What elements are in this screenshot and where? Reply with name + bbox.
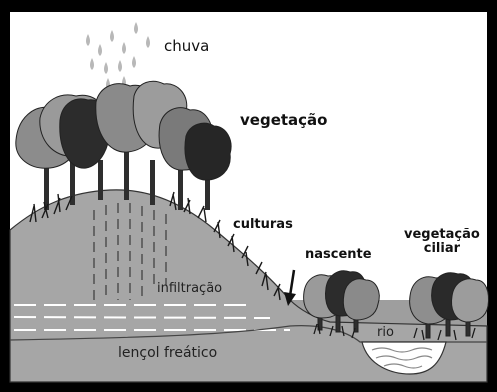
tree-canopy (342, 278, 380, 321)
label-vegetacao-ciliar-line2: ciliar (423, 241, 461, 257)
label-infiltracao: infiltração (157, 281, 223, 296)
tree-canopy (184, 122, 232, 181)
label-rio: rio (377, 325, 394, 340)
riparian-trees-left (303, 270, 380, 333)
label-chuva: chuva (164, 37, 210, 55)
water-table-lines (13, 304, 290, 331)
forest-canopy (15, 80, 232, 181)
river-bank-grass (313, 323, 476, 341)
river (361, 341, 447, 375)
infiltration-lines (93, 203, 167, 300)
label-vegetacao-ciliar-line1: vegetação (404, 227, 480, 242)
label-vegetacao: vegetação (240, 111, 328, 129)
tree-canopy (451, 278, 489, 323)
label-lencol-freatico: lençol freático (118, 345, 218, 361)
rain-drops (86, 22, 150, 90)
water-table-boundary (9, 325, 487, 343)
riparian-trees-right (409, 272, 489, 339)
label-nascente: nascente (305, 247, 372, 262)
label-vegetacao-ciliar: vegetação ciliar (404, 227, 480, 257)
nascente-arrow (284, 269, 296, 306)
label-culturas: culturas (233, 217, 293, 232)
grass-crops (29, 191, 281, 301)
river-waves (371, 347, 433, 369)
tree-trunks (44, 150, 210, 210)
